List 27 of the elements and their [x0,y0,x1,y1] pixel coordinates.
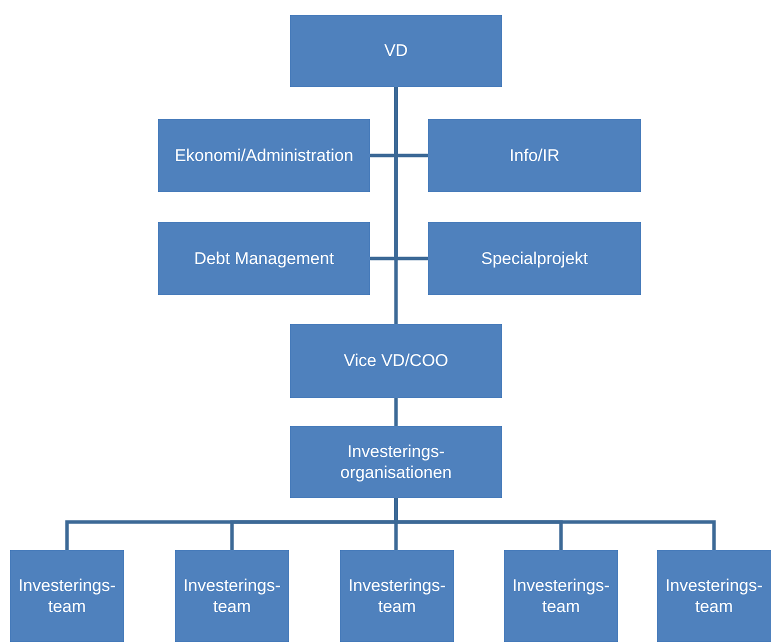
box-label: Investerings- team [347,574,447,618]
box-label: VD [384,40,408,62]
connector-line [394,398,398,426]
box-label: Investerings- team [182,574,282,618]
box-label: Debt Management [194,248,334,270]
box-label: Info/IR [509,144,560,166]
org-box [657,550,771,642]
org-box [428,222,641,295]
org-box [158,119,370,192]
box-label: Investerings- team [17,574,117,618]
box-label: Investerings- team [511,574,611,618]
org-box [428,119,641,192]
org-box [290,15,502,87]
connector-line [394,87,398,324]
org-box [158,222,370,295]
connector-line [394,498,716,550]
org-box [504,550,618,642]
org-box [175,550,289,642]
box-label: Ekonomi/Administration [174,144,354,166]
org-box [290,426,502,498]
org-box [10,550,124,642]
box-label: Investerings- organisationen [339,440,453,484]
org-box [340,550,454,642]
box-label: Vice VD/COO [344,350,448,372]
org-box [290,324,502,398]
box-label: Investerings- team [664,574,764,618]
box-label: Specialprojekt [481,248,588,270]
